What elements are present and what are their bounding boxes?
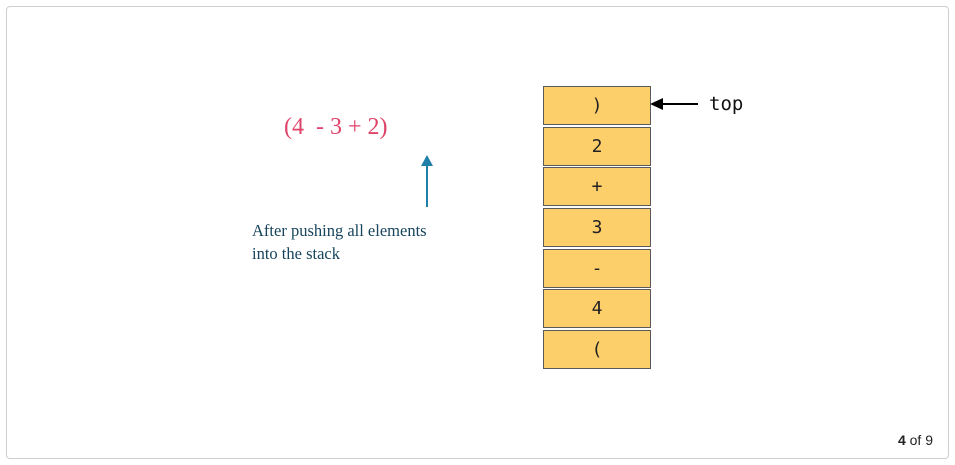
slide-counter-of: of [909, 432, 922, 448]
stack: ) 2 + 3 - 4 ( [543, 86, 651, 371]
caption-line-1: After pushing all elements [252, 221, 427, 240]
stack-cell-5: 4 [543, 289, 651, 329]
slide-counter: 4 of 9 [898, 432, 933, 448]
caption-text: After pushing all elements into the stac… [252, 219, 472, 265]
expression-text: (4 - 3 + 2) [284, 114, 388, 140]
caption-line-2: into the stack [252, 244, 340, 263]
pointer-up-arrow-icon [421, 155, 433, 207]
stack-cell-1: 2 [543, 126, 651, 166]
slide-counter-current: 4 [897, 432, 906, 448]
stack-cell-3: 3 [543, 208, 651, 248]
top-label: top [709, 93, 744, 115]
stack-cell-6: ( [543, 330, 651, 370]
slide-frame [6, 6, 949, 459]
top-pointer-arrow-icon [650, 98, 698, 110]
stack-cell-0: ) [543, 86, 651, 125]
slide-counter-total: 9 [925, 432, 933, 448]
stack-cell-2: + [543, 167, 651, 207]
stack-cell-4: - [543, 248, 651, 288]
